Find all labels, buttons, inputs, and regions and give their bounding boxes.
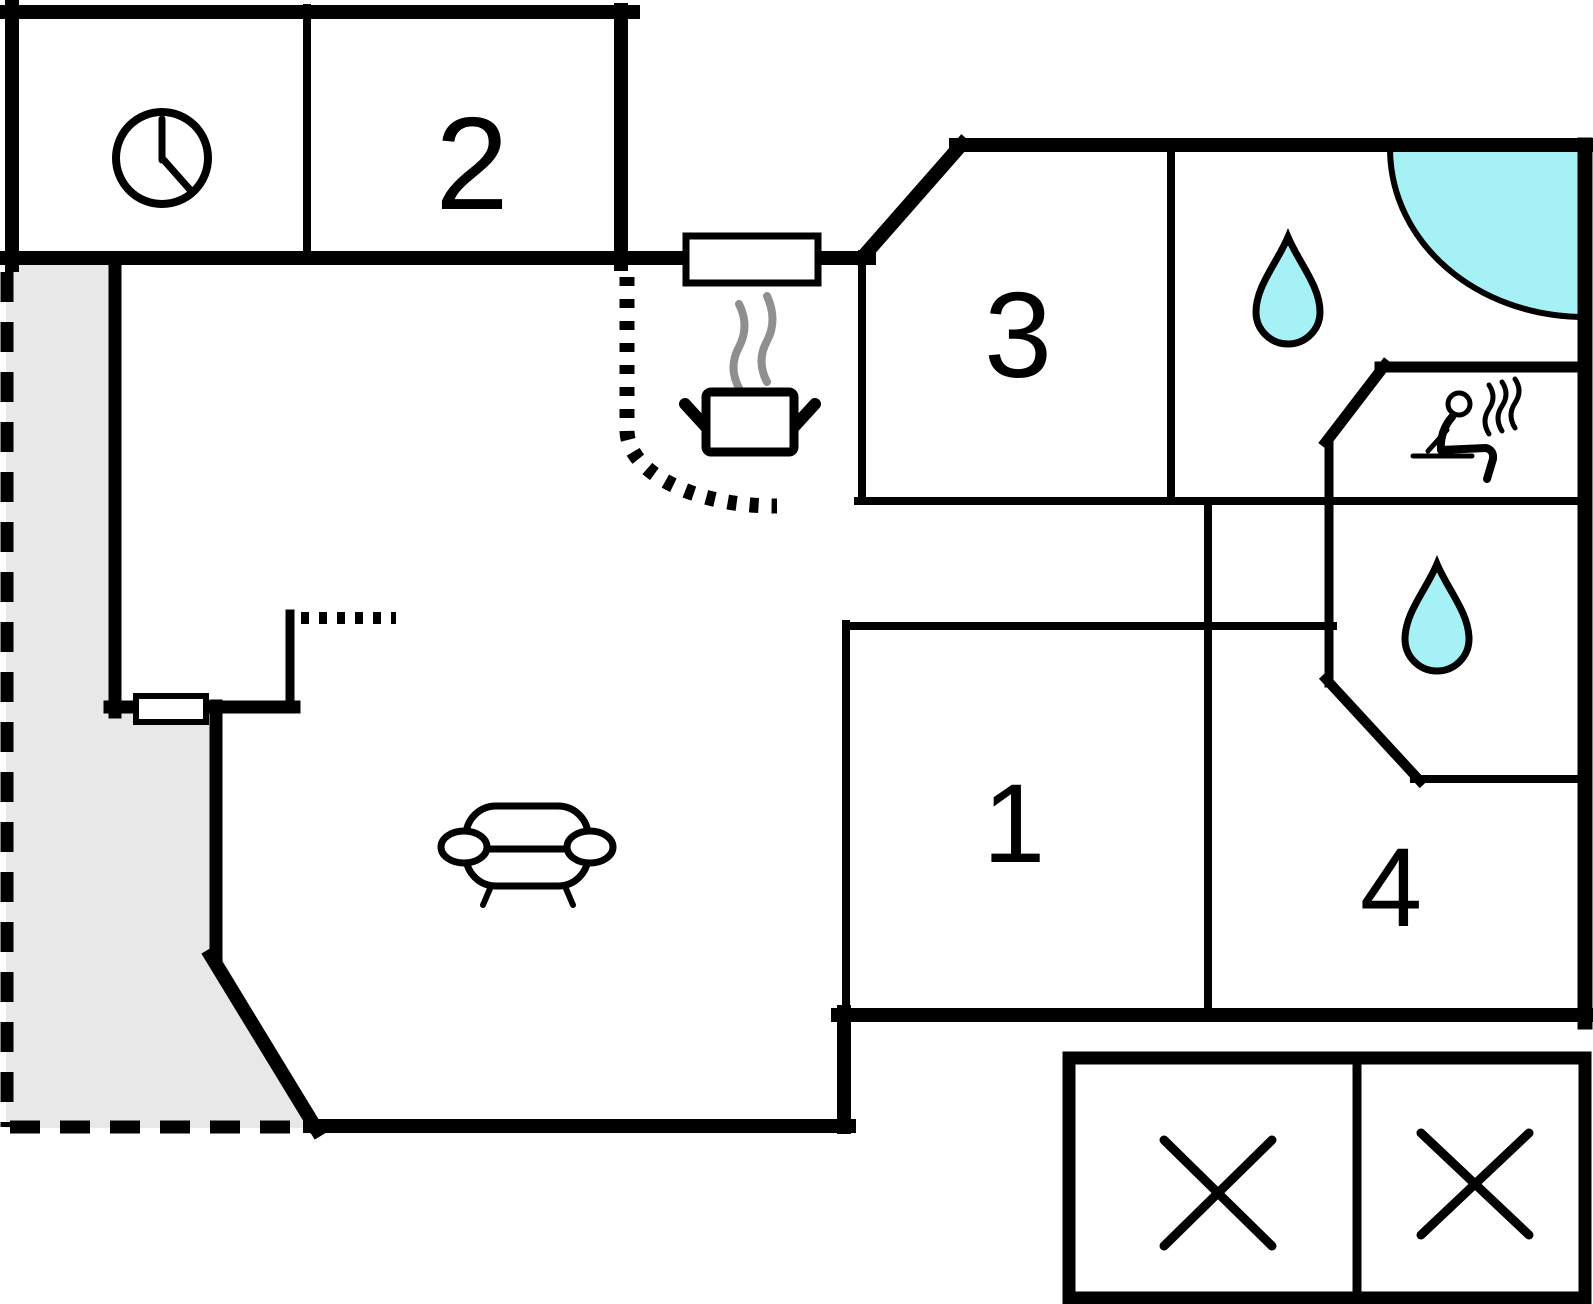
room-label-1: 1: [983, 761, 1045, 886]
outer-walls: [0, 0, 1593, 1140]
terrace-area: [6, 265, 317, 1128]
window-marker-top: [682, 232, 822, 287]
water-drop-icon-bathroom: [1252, 228, 1324, 348]
sauna-steam-3: [1508, 376, 1522, 431]
steam-icon-left: [729, 300, 749, 392]
sauna-steam-2: [1495, 379, 1509, 434]
sauna-person-icon: [1410, 376, 1522, 483]
wall-sauna-diagonal: [1318, 357, 1393, 450]
corner-bathtub-rim: [1387, 147, 1586, 320]
corner-bathtub-icon: [1390, 148, 1585, 317]
steam-icon-right: [757, 292, 777, 386]
cross-line: [1159, 1135, 1277, 1251]
sauna-steam-1: [1482, 382, 1496, 437]
pot-body: [701, 387, 799, 457]
crossed-box-outline: [1062, 1051, 1592, 1304]
clock-icon: [112, 108, 212, 208]
room-label-4: 4: [1360, 825, 1422, 950]
wall-room3-diagonal: [851, 134, 972, 269]
sauna-person-arm: [1425, 427, 1450, 454]
wall-shower-diagonal: [1318, 671, 1428, 789]
crossed-box-marker-left: [1159, 1135, 1277, 1251]
sauna-person-head: [1445, 390, 1473, 418]
interior-walls: [285, 4, 1587, 1018]
room-label-3: 3: [984, 267, 1052, 403]
crossed-box-block: [1062, 1051, 1592, 1304]
sofa-armrest-right: [563, 827, 617, 867]
cross-line: [1416, 1128, 1534, 1240]
crossed-box-marker-right: [1416, 1128, 1534, 1240]
sauna-person-leg: [1437, 444, 1498, 483]
door-swing-dashed-line: [619, 277, 778, 514]
sofa-icon: [437, 802, 617, 908]
sofa-armrest-left: [437, 827, 491, 867]
water-drop-icon-shower: [1401, 555, 1473, 675]
wall-living-diagonal: [201, 946, 327, 1140]
room-label-2: 2: [435, 90, 508, 237]
cooking-pot-icon: [679, 292, 821, 457]
clock-hour-hand: [158, 154, 196, 196]
window-marker-left: [133, 693, 209, 725]
